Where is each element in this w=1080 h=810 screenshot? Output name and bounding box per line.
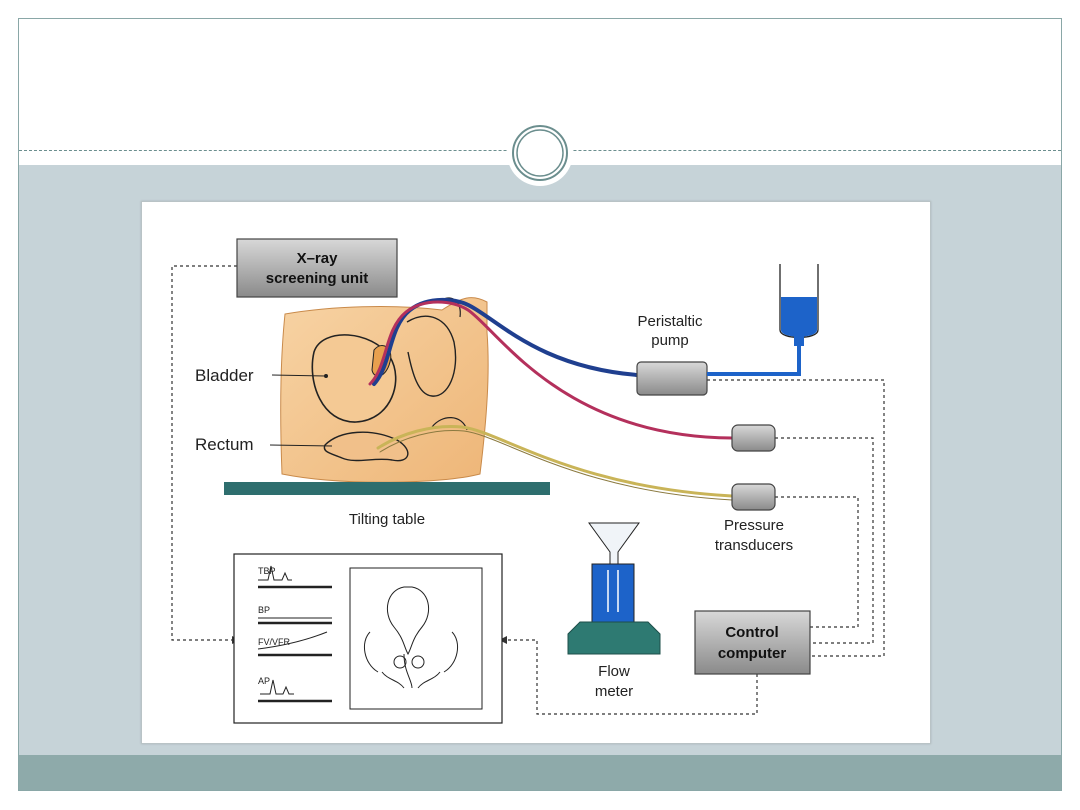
rectum-pointer [269, 444, 333, 447]
bladder-pointer [271, 374, 326, 377]
control-computer-label-line1: Control [725, 624, 778, 641]
flow-meter-label-line2: meter [595, 683, 633, 700]
slide-footer-band [19, 755, 1061, 790]
peristaltic-pump-label-line1: Peristaltic [637, 313, 703, 330]
trace-label-tbp: TBP [258, 566, 276, 576]
arrow-head-computer-to-monitor [499, 636, 507, 644]
trace-label-fv-vfr: FV/VFR [258, 637, 291, 647]
trace-label-ap: AP [258, 676, 270, 686]
flow-meter-label-line1: Flow [598, 663, 630, 680]
rectum-label: Rectum [195, 435, 254, 454]
control-computer: Control computer [694, 610, 811, 675]
xray-screening-unit: X–ray screening unit [236, 238, 398, 298]
peristaltic-pump: Peristaltic pump [636, 313, 708, 396]
tilting-table [224, 482, 550, 495]
tilting-table-label: Tilting table [349, 511, 425, 528]
pelvis-cross-section [280, 297, 489, 483]
bladder-pointer-dot [324, 374, 328, 378]
control-computer-label-line2: computer [718, 645, 787, 662]
xray-unit-label-line1: X–ray [297, 250, 339, 267]
fluid-reservoir [707, 264, 819, 376]
pressure-transducer-rectum [731, 483, 776, 511]
pressure-transducers-label-line2: transducers [715, 537, 793, 554]
trace-label-bp: BP [258, 605, 270, 615]
pressure-transducer-bladder [731, 424, 776, 452]
circle-ornament-icon [507, 120, 573, 186]
bladder-label: Bladder [195, 366, 254, 385]
catheter-lines [368, 297, 734, 501]
urodynamics-diagram: X–ray screening unit Bladder Rectum Tilt… [141, 201, 931, 744]
pressure-transducers-label-line1: Pressure [724, 517, 784, 534]
monitor-display: TBP BP FV/VFR AP [233, 553, 503, 724]
diagram-canvas: X–ray screening unit Bladder Rectum Tilt… [171, 238, 885, 724]
xray-image-sketch [363, 586, 459, 689]
flow-meter: Flow meter [567, 522, 661, 700]
xray-unit-label-line2: screening unit [266, 270, 369, 287]
peristaltic-pump-label-line2: pump [651, 332, 689, 349]
